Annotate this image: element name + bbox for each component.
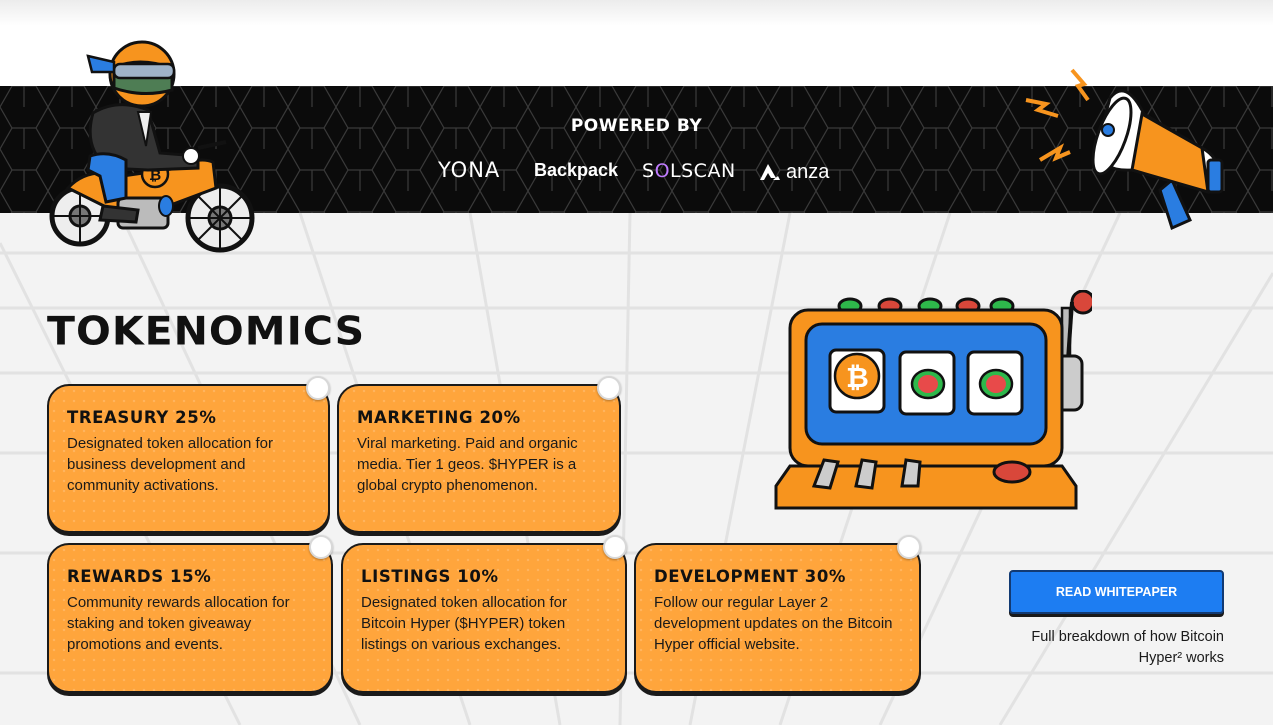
card-body: Designated token allocation for business…: [67, 435, 273, 494]
partner-logo-solscan[interactable]: SOLSCAN: [642, 160, 736, 182]
card-body: Community rewards allocation for staking…: [67, 594, 290, 653]
marketing-card: MARKETING 20% Viral marketing. Paid and …: [337, 376, 621, 533]
card-pin-icon: [603, 535, 627, 559]
tokenomics-title: TOKENOMICS: [47, 308, 366, 354]
solscan-letter-rest: LSCAN: [670, 160, 736, 182]
card-heading: LISTINGS 10%: [361, 567, 499, 586]
card-pin-icon: [597, 376, 621, 400]
treasury-card: TREASURY 25% Designated token allocation…: [47, 376, 330, 533]
development-card: DEVELOPMENT 30% Follow our regular Layer…: [634, 535, 921, 693]
anza-mark-icon: [760, 163, 780, 180]
top-fade: [0, 0, 1273, 86]
card-pin-icon: [897, 535, 921, 559]
solscan-letter-o: O: [654, 160, 671, 182]
svg-text:₿: ₿: [846, 361, 869, 394]
card-heading: DEVELOPMENT 30%: [654, 567, 847, 586]
whitepaper-note: Full breakdown of how Bitcoin Hyper² wor…: [1031, 629, 1224, 666]
card-heading: MARKETING 20%: [357, 408, 521, 427]
partner-logo-anza[interactable]: anza: [760, 161, 829, 184]
powered-by-heading: POWERED BY: [570, 116, 703, 136]
card-heading: REWARDS 15%: [67, 567, 212, 586]
card-body: Viral marketing. Paid and organic media.…: [357, 435, 578, 494]
card-body: Follow our regular Layer 2 development u…: [654, 594, 893, 653]
slot-machine-illustration: ₿: [774, 290, 1092, 510]
anza-label: anza: [786, 161, 830, 183]
card-body: Designated token allocation for Bitcoin …: [361, 594, 567, 653]
card-heading: TREASURY 25%: [67, 408, 217, 427]
solscan-letter-s: S: [642, 160, 655, 182]
pepe-rider-illustration: ₿: [49, 40, 255, 253]
card-pin-icon: [309, 535, 333, 559]
partner-logo-backpack[interactable]: Backpack: [534, 160, 619, 180]
card-pin-icon: [306, 376, 330, 400]
listings-card: LISTINGS 10% Designated token allocation…: [341, 535, 627, 693]
partner-logo-yona[interactable]: YONA: [438, 158, 501, 182]
rewards-card: REWARDS 15% Community rewards allocation…: [47, 535, 333, 693]
megaphone-icon: [1025, 68, 1224, 231]
read-whitepaper-button[interactable]: READ WHITEPAPER: [1009, 570, 1224, 614]
